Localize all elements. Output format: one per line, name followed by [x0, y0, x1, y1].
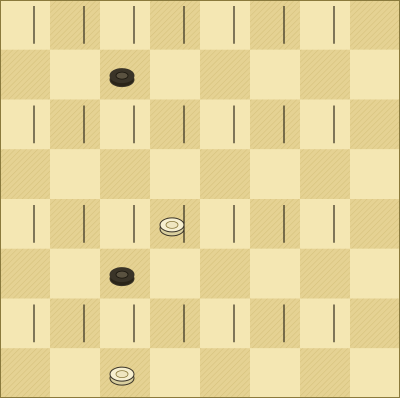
square-r6-c0[interactable] [0, 299, 50, 349]
square-r6-c2[interactable] [100, 299, 150, 349]
square-r6-c1[interactable] [50, 299, 100, 349]
square-r5-c5[interactable] [250, 249, 300, 299]
square-r5-c3[interactable] [150, 249, 200, 299]
square-r0-c1[interactable] [50, 0, 100, 50]
square-r5-c6[interactable] [300, 249, 350, 299]
square-r2-c7[interactable] [350, 100, 400, 150]
square-r0-c5[interactable] [250, 0, 300, 50]
piece-ring [116, 72, 128, 79]
square-r6-c5[interactable] [250, 299, 300, 349]
square-r1-c0[interactable] [0, 50, 50, 100]
square-r7-c1[interactable] [50, 348, 100, 398]
square-r2-c1[interactable] [50, 100, 100, 150]
square-r5-c0[interactable] [0, 249, 50, 299]
square-r5-c4[interactable] [200, 249, 250, 299]
square-r7-c4[interactable] [200, 348, 250, 398]
square-r7-c6[interactable] [300, 348, 350, 398]
square-r6-c6[interactable] [300, 299, 350, 349]
square-r4-c7[interactable] [350, 199, 400, 249]
square-r4-c4[interactable] [200, 199, 250, 249]
square-r1-c1[interactable] [50, 50, 100, 100]
square-r7-c7[interactable] [350, 348, 400, 398]
square-r1-c3[interactable] [150, 50, 200, 100]
square-r3-c1[interactable] [50, 149, 100, 199]
black-checker-piece[interactable] [110, 69, 134, 87]
square-r1-c4[interactable] [200, 50, 250, 100]
white-checker-piece[interactable] [160, 218, 184, 236]
square-r3-c7[interactable] [350, 149, 400, 199]
square-r4-c0[interactable] [0, 199, 50, 249]
square-r7-c5[interactable] [250, 348, 300, 398]
square-r5-c1[interactable] [50, 249, 100, 299]
square-r0-c0[interactable] [0, 0, 50, 50]
square-r3-c5[interactable] [250, 149, 300, 199]
square-r1-c6[interactable] [300, 50, 350, 100]
square-r0-c3[interactable] [150, 0, 200, 50]
black-checker-piece[interactable] [110, 268, 134, 286]
square-r3-c3[interactable] [150, 149, 200, 199]
square-r4-c2[interactable] [100, 199, 150, 249]
square-r0-c6[interactable] [300, 0, 350, 50]
square-r3-c4[interactable] [200, 149, 250, 199]
white-checker-piece[interactable] [110, 367, 134, 385]
square-r1-c7[interactable] [350, 50, 400, 100]
square-r7-c0[interactable] [0, 348, 50, 398]
square-r2-c0[interactable] [0, 100, 50, 150]
square-r6-c3[interactable] [150, 299, 200, 349]
square-r5-c7[interactable] [350, 249, 400, 299]
square-r2-c5[interactable] [250, 100, 300, 150]
square-r3-c2[interactable] [100, 149, 150, 199]
square-r0-c2[interactable] [100, 0, 150, 50]
square-r4-c6[interactable] [300, 199, 350, 249]
square-r6-c7[interactable] [350, 299, 400, 349]
square-r0-c7[interactable] [350, 0, 400, 50]
square-r3-c0[interactable] [0, 149, 50, 199]
piece-ring [166, 221, 178, 228]
square-r0-c4[interactable] [200, 0, 250, 50]
square-r2-c6[interactable] [300, 100, 350, 150]
square-r3-c6[interactable] [300, 149, 350, 199]
square-r1-c5[interactable] [250, 50, 300, 100]
square-r2-c3[interactable] [150, 100, 200, 150]
square-r2-c4[interactable] [200, 100, 250, 150]
square-r4-c1[interactable] [50, 199, 100, 249]
piece-ring [116, 271, 128, 278]
square-r4-c5[interactable] [250, 199, 300, 249]
piece-ring [116, 371, 128, 378]
square-r2-c2[interactable] [100, 100, 150, 150]
square-r7-c3[interactable] [150, 348, 200, 398]
square-r6-c4[interactable] [200, 299, 250, 349]
